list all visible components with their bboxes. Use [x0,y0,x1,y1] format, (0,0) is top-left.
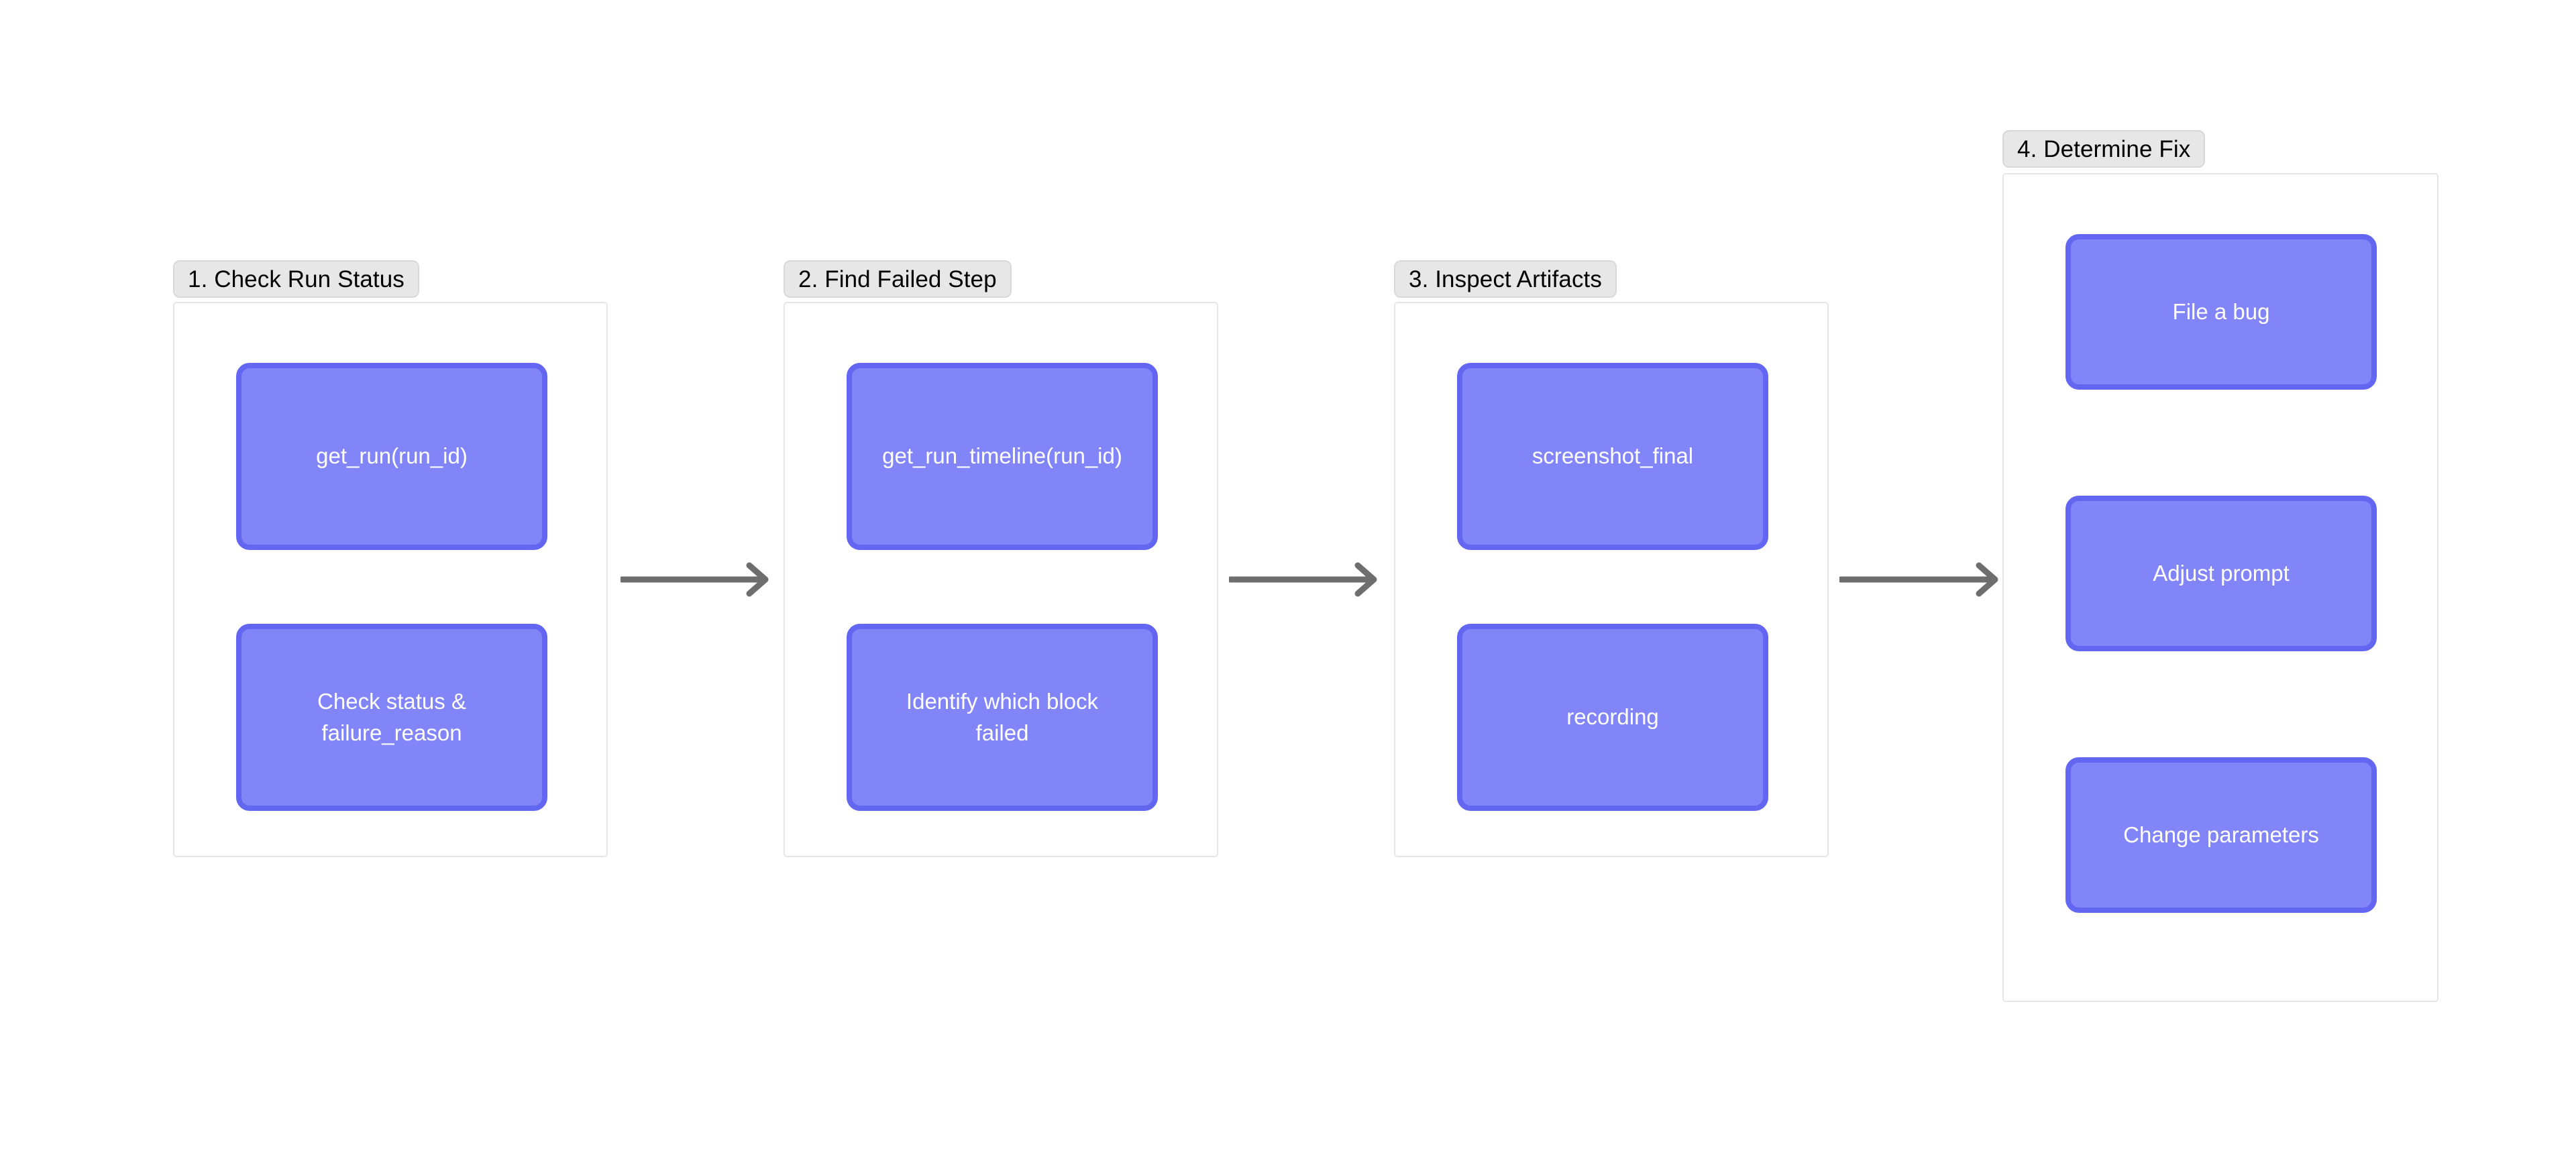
node-recording[interactable]: recording [1457,624,1768,811]
node-file-a-bug[interactable]: File a bug [2065,234,2377,390]
arrow-group3-to-group4 [1839,562,2007,597]
arrow-group1-to-group2 [621,562,775,597]
node-identify-block[interactable]: Identify which block failed [847,624,1158,811]
group-label-1: 1. Check Run Status [173,260,419,298]
arrow-group2-to-group3 [1229,562,1383,597]
group-label-4: 4. Determine Fix [2002,130,2206,168]
group-label-3: 3. Inspect Artifacts [1394,260,1617,298]
node-adjust-prompt[interactable]: Adjust prompt [2065,496,2377,651]
group-container-4: File a bug Adjust prompt Change paramete… [2002,173,2438,1002]
group-container-1: get_run(run_id) Check status & failure_r… [173,302,608,857]
node-get-run[interactable]: get_run(run_id) [236,363,547,550]
node-get-run-timeline[interactable]: get_run_timeline(run_id) [847,363,1158,550]
group-label-2: 2. Find Failed Step [784,260,1012,298]
node-change-parameters[interactable]: Change parameters [2065,757,2377,913]
node-screenshot-final[interactable]: screenshot_final [1457,363,1768,550]
node-check-status[interactable]: Check status & failure_reason [236,624,547,811]
group-container-2: get_run_timeline(run_id) Identify which … [784,302,1218,857]
group-container-3: screenshot_final recording [1394,302,1829,857]
